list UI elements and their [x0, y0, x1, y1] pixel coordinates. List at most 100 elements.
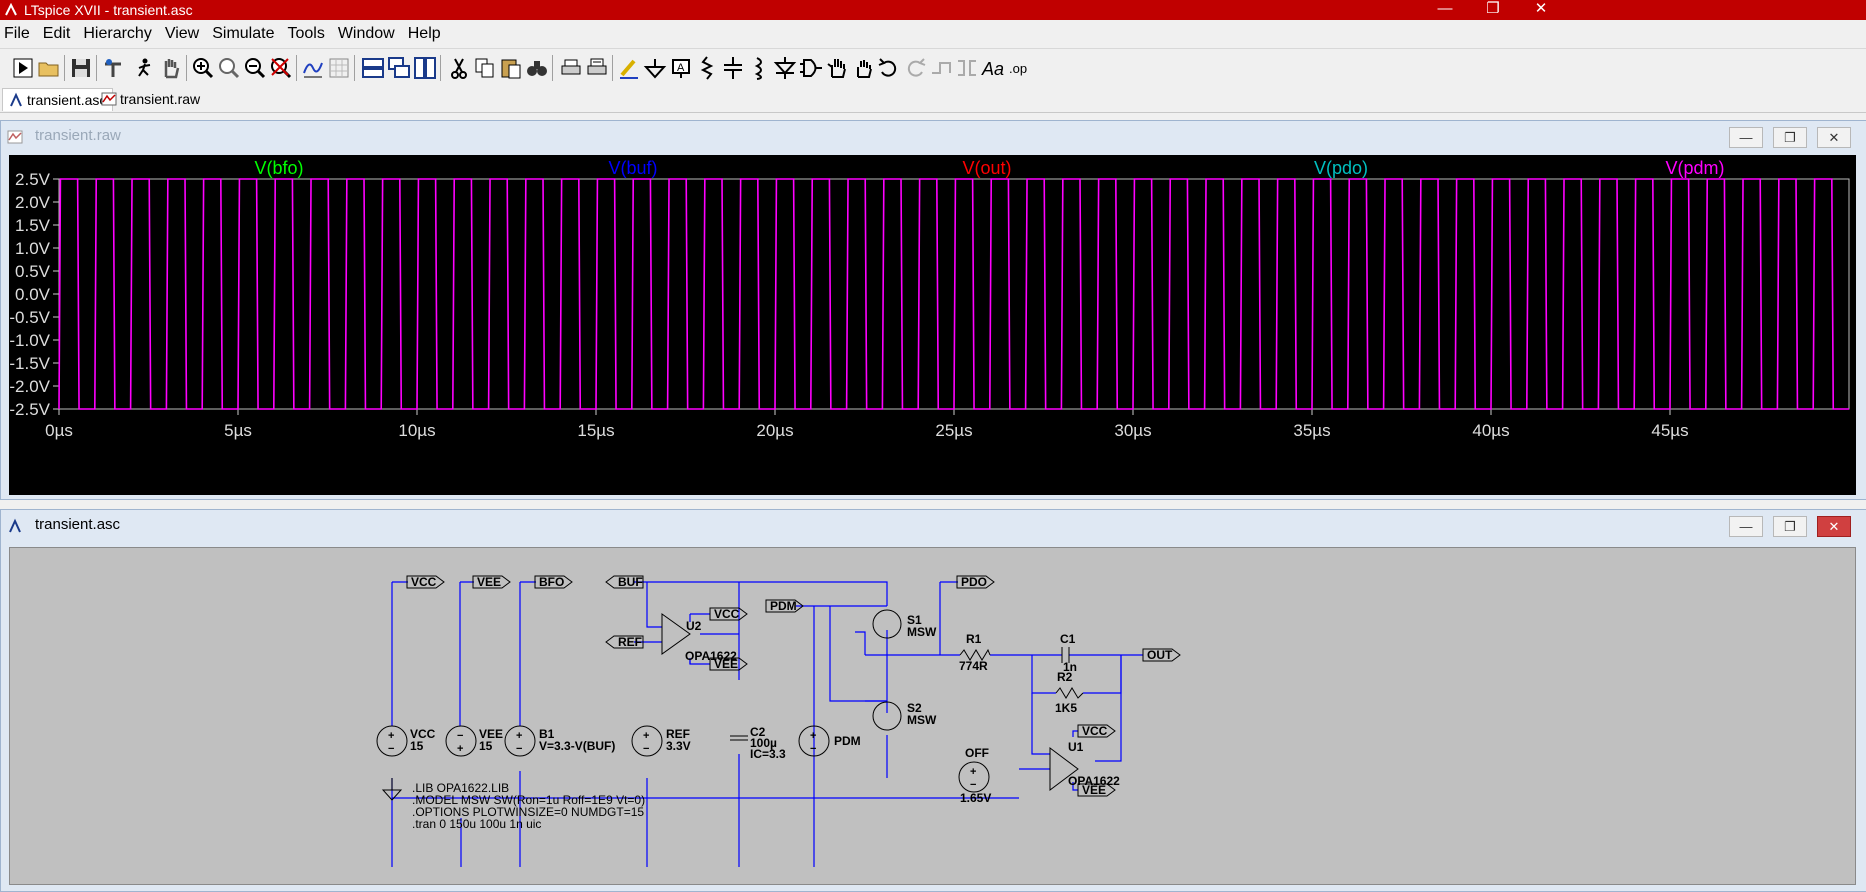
menu-view[interactable]: View: [164, 25, 200, 42]
waveform-minimize-button[interactable]: —: [1729, 127, 1763, 148]
y-tick-label: -0.5V: [9, 308, 50, 327]
waveform-close-button[interactable]: ✕: [1817, 127, 1851, 148]
menu-file[interactable]: File: [4, 25, 30, 42]
component-icon[interactable]: [798, 55, 824, 81]
off-source-value: 1.65V: [960, 791, 991, 805]
net-label-buf: BUF: [618, 575, 643, 589]
zoom-out-icon[interactable]: [242, 55, 268, 81]
x-tick-label: 0µs: [45, 421, 73, 440]
find-icon[interactable]: [524, 55, 550, 81]
vee-source-symbol: [445, 725, 477, 757]
copy-icon[interactable]: [472, 55, 498, 81]
cut-icon[interactable]: [446, 55, 472, 81]
close-button[interactable]: ✕: [1534, 0, 1548, 17]
r1-value: 774R: [959, 659, 988, 673]
move-icon[interactable]: [824, 55, 850, 81]
net-label-out: OUT: [1147, 648, 1173, 662]
zoom-full-icon[interactable]: [216, 55, 242, 81]
pdm-source-symbol: [798, 725, 830, 757]
menu-simulate[interactable]: Simulate: [212, 25, 275, 42]
undo-icon[interactable]: [876, 55, 902, 81]
run-icon[interactable]: [10, 55, 36, 81]
open-icon[interactable]: [36, 55, 62, 81]
save-icon[interactable]: [68, 55, 94, 81]
schematic-close-button[interactable]: ✕: [1817, 516, 1851, 537]
tile-horizontal-icon[interactable]: [360, 55, 386, 81]
menu-window[interactable]: Window: [337, 25, 395, 42]
s1-switch: [872, 609, 902, 639]
r1-name: R1: [966, 632, 982, 646]
toolbar-separator: [552, 55, 553, 81]
y-tick-label: -1.5V: [9, 354, 50, 373]
schematic-minimize-button[interactable]: —: [1729, 516, 1763, 537]
zoom-cancel-icon[interactable]: [268, 55, 294, 81]
drag-icon[interactable]: [850, 55, 876, 81]
grid-icon[interactable]: [326, 55, 352, 81]
schematic-window-title: transient.asc: [35, 516, 121, 533]
off-source-minus: −: [970, 779, 976, 791]
menu-tools[interactable]: Tools: [287, 25, 325, 42]
x-tick-label: 20µs: [756, 421, 793, 440]
s1-value: MSW: [907, 625, 937, 639]
restore-button[interactable]: ❐: [1486, 0, 1500, 17]
menu-hierarchy[interactable]: Hierarchy: [83, 25, 152, 42]
r1-symbol: [959, 648, 991, 661]
inductor-icon[interactable]: [746, 55, 772, 81]
label-net-icon[interactable]: A: [668, 55, 694, 81]
vee-source-plus: −: [457, 730, 463, 742]
print-icon[interactable]: [558, 55, 584, 81]
capacitor-icon[interactable]: [720, 55, 746, 81]
net-label-vcc-flag: [406, 575, 445, 589]
draw-wire-icon[interactable]: [616, 55, 642, 81]
s1-name: S1: [907, 613, 922, 627]
pan-icon[interactable]: [158, 55, 184, 81]
u1-name: U1: [1068, 740, 1084, 754]
redo-icon[interactable]: [902, 55, 928, 81]
control-panel-icon[interactable]: [100, 55, 126, 81]
net-label-vee: VEE: [477, 575, 501, 589]
schematic-icon: [9, 518, 21, 533]
pdm-source-name: PDM: [834, 734, 861, 748]
paste-icon[interactable]: [498, 55, 524, 81]
c2-value: 100µ: [750, 736, 777, 750]
menu-edit[interactable]: Edit: [42, 25, 71, 42]
y-tick-label: 0.0V: [15, 285, 51, 304]
diode-icon[interactable]: [772, 55, 798, 81]
menu-help[interactable]: Help: [407, 25, 441, 42]
pdm-source-plus: +: [810, 730, 816, 742]
print-setup-icon[interactable]: [584, 55, 610, 81]
zoom-in-icon[interactable]: [190, 55, 216, 81]
vcc-source-minus: −: [388, 743, 394, 755]
mirror-icon[interactable]: [954, 55, 980, 81]
waveform-window-header[interactable]: transient.raw — ❐ ✕: [1, 121, 1866, 151]
spice-directive-icon[interactable]: .op: [1006, 55, 1032, 81]
waveform-icon: [101, 92, 117, 106]
vcc-source-symbol: [376, 725, 408, 757]
net-label-u1-vee-flag: [1077, 783, 1116, 797]
vcc-source-plus: +: [388, 730, 394, 742]
schematic-window-header[interactable]: transient.asc — ❐ ✕: [1, 510, 1866, 540]
autorange-icon[interactable]: [300, 55, 326, 81]
minimize-button[interactable]: —: [1437, 0, 1453, 17]
cascade-icon[interactable]: [386, 55, 412, 81]
ground-symbol: [381, 778, 403, 801]
c1-name: C1: [1060, 632, 1076, 646]
tab-transient-asc[interactable]: transient.asc: [2, 88, 114, 111]
ground-icon[interactable]: [642, 55, 668, 81]
tile-vertical-icon[interactable]: [412, 55, 438, 81]
schematic-restore-button[interactable]: ❐: [1773, 516, 1807, 537]
off-source-plus: +: [970, 766, 976, 778]
tab-transient-raw[interactable]: transient.raw: [96, 88, 206, 110]
off-source-symbol: [958, 761, 990, 793]
resistor-icon[interactable]: [694, 55, 720, 81]
text-icon[interactable]: Aa: [980, 55, 1006, 81]
halt-icon[interactable]: [132, 55, 158, 81]
waveform-restore-button[interactable]: ❐: [1773, 127, 1807, 148]
wires: [391, 581, 1143, 867]
u2-value: OPA1622: [685, 649, 737, 663]
svg-text:.op: .op: [1009, 61, 1027, 76]
rotate-icon[interactable]: [928, 55, 954, 81]
